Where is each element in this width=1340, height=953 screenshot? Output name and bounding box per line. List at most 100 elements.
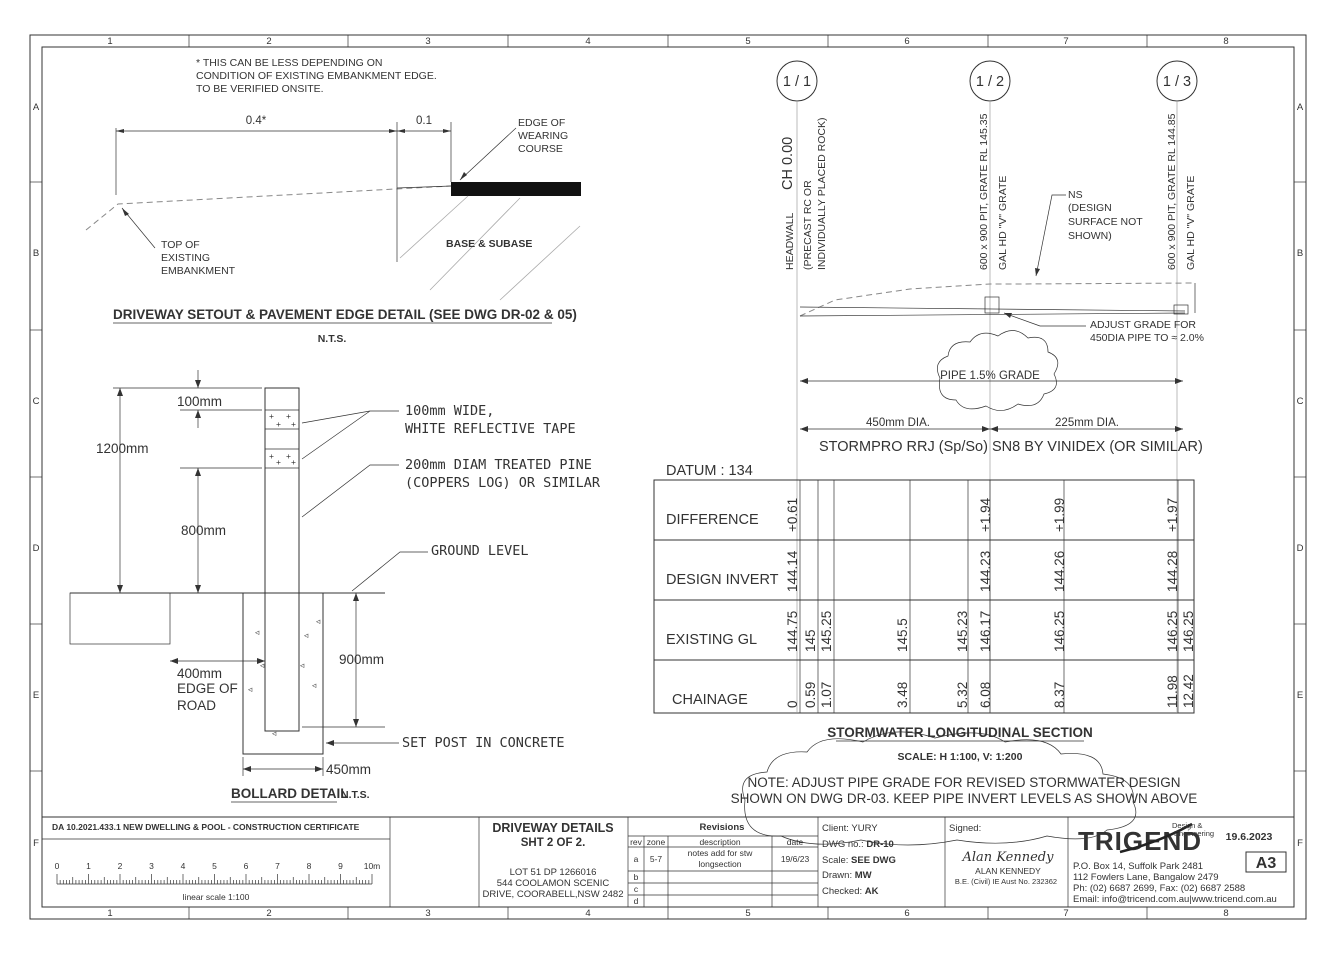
dim-450: 450mm <box>326 762 371 777</box>
rev-a: a <box>634 854 639 864</box>
adjust-label-1: ADJUST GRADE FOR <box>1090 319 1196 331</box>
dwg-no: DR-10 <box>866 839 893 850</box>
design-invert-value: 144.23 <box>978 551 993 592</box>
grid-col-bottom: 5 <box>745 908 750 919</box>
existing-gl-value: 146.17 <box>978 611 993 652</box>
grid-col-top: 7 <box>1063 36 1068 47</box>
precast-label-2: INDIVIDUALLY PLACED ROCK) <box>816 118 828 271</box>
signer-name: ALAN KENNEDY <box>975 866 1041 876</box>
svg-text:◃: ◃ <box>316 616 321 626</box>
existing-gl-value: 145.5 <box>895 618 910 652</box>
grid-row-right: E <box>1297 690 1303 701</box>
sheet-size: A3 <box>1256 855 1277 872</box>
section-scale: SCALE: H 1:100, V: 1:200 <box>898 751 1023 763</box>
grid-col-bottom: 4 <box>585 908 590 919</box>
marker-1-3: 1 / 3 <box>1163 74 1191 90</box>
ns-label-4: SHOWN) <box>1068 230 1112 242</box>
concrete-label: SET POST IN CONCRETE <box>402 735 565 751</box>
scale-tick: 6 <box>244 861 249 871</box>
svg-text:+: + <box>269 451 274 461</box>
scale-tick: 3 <box>149 861 154 871</box>
bollard-detail: ++ ++ ++ ++ ◃◃ ◃◃ ◃◃ ◃◃ 1200mm 100mm <box>69 370 601 803</box>
svg-text:◃: ◃ <box>300 660 305 670</box>
existing-gl-value: 144.75 <box>785 611 800 652</box>
top-label-3: EMBANKMENT <box>161 265 236 277</box>
section-title: STORMWATER LONGITUDINAL SECTION <box>827 725 1093 740</box>
scale-tick: 9 <box>338 861 343 871</box>
ground-label: GROUND LEVEL <box>431 543 529 559</box>
svg-text:+: + <box>291 457 296 467</box>
row-difference: DIFFERENCE <box>666 512 759 528</box>
svg-text:+: + <box>286 411 291 421</box>
grid-row-right: B <box>1297 248 1303 259</box>
grid-row-left: E <box>33 690 39 701</box>
dim-400: 400mm <box>177 666 222 681</box>
design-invert-value: 144.26 <box>1052 551 1067 592</box>
scale-tick: 8 <box>307 861 312 871</box>
pit2-label-2: GAL HD "V" GRATE <box>1185 176 1197 270</box>
scale-tick: 10m <box>364 861 381 871</box>
svg-text:DWG no.: DR-10: DWG no.: DR-10 <box>822 839 894 850</box>
address-3: DRIVE, COORABELL,NSW 2482 <box>483 889 624 900</box>
grid-col-bottom: 2 <box>266 908 271 919</box>
grid-col-bottom: 3 <box>425 908 430 919</box>
grid-row-left: C <box>33 396 40 407</box>
datum-label: DATUM : 134 <box>666 463 753 479</box>
signer-qualification: B.E. (Civil) IE Aust No. 232362 <box>955 877 1057 886</box>
da-label: DA 10.2021.433.1 NEW DWELLING & POOL - C… <box>52 822 360 832</box>
stormwater-section: 1 / 1 1 / 2 1 / 3 CH 0.00 HEADWALL (PREC… <box>653 60 1204 846</box>
chainage-value: 5.32 <box>955 682 970 708</box>
svg-text:◃: ◃ <box>255 627 260 637</box>
row-existing-gl: EXISTING GL <box>666 632 757 648</box>
precast-label-1: (PRECAST RC OR <box>802 180 814 270</box>
grid-col-bottom: 6 <box>904 908 909 919</box>
grid-row-right: D <box>1297 543 1304 554</box>
svg-text:+: + <box>276 419 281 429</box>
svg-text:+: + <box>269 411 274 421</box>
signed-label: Signed: <box>949 823 981 834</box>
bollard-title: BOLLARD DETAIL <box>231 786 349 801</box>
title-block: DA 10.2021.433.1 NEW DWELLING & POOL - C… <box>42 816 1294 907</box>
svg-text:Drawn: MW: Drawn: MW <box>822 870 872 881</box>
edge-label-2: WEARING <box>518 130 568 142</box>
svg-text:+: + <box>276 457 281 467</box>
scale-tick: 2 <box>118 861 123 871</box>
scale-label: linear scale 1:100 <box>183 892 250 902</box>
grid-row-right: C <box>1297 396 1304 407</box>
difference-value: +1.99 <box>1052 498 1067 532</box>
marker-1-1: 1 / 1 <box>783 74 811 90</box>
existing-gl-value: 145 <box>803 629 818 652</box>
scale-tick: 1 <box>86 861 91 871</box>
difference-value: +1.94 <box>978 497 993 532</box>
company-tag-2: Engineering <box>1174 829 1214 838</box>
svg-text:◃: ◃ <box>260 660 265 670</box>
chainage-value: 3.48 <box>895 682 910 708</box>
difference-value: +0.61 <box>785 498 800 532</box>
ns-label-3: SURFACE NOT <box>1068 216 1143 228</box>
chainage-value: 0.59 <box>803 682 818 708</box>
contact-1: P.O. Box 14, Suffolk Park 2481 <box>1073 861 1203 872</box>
dim-900: 900mm <box>339 652 384 667</box>
ns-label-2: (DESIGN <box>1068 202 1112 214</box>
pine-label-2: (COPPERS LOG) OR SIMILAR <box>405 475 601 491</box>
grid-row-left: A <box>33 102 40 113</box>
grid-col-top: 8 <box>1223 36 1228 47</box>
grid-row-left: F <box>33 838 39 849</box>
rev-b: b <box>634 872 639 882</box>
top-label-1: TOP OF <box>161 239 200 251</box>
desc-head: description <box>699 837 740 847</box>
rev-a-desc-2: longsection <box>698 859 741 869</box>
edge-label-3: COURSE <box>518 143 563 155</box>
scale-tick: 4 <box>181 861 186 871</box>
svg-text:◃: ◃ <box>312 680 317 690</box>
marker-1-2: 1 / 2 <box>976 74 1004 90</box>
svg-text:Scale: SEE DWG: Scale: SEE DWG <box>822 855 896 866</box>
chainage-value: 11.98 <box>1165 675 1180 708</box>
note-line-2: SHOWN ON DWG DR-03. KEEP PIPE INVERT LEV… <box>731 791 1198 806</box>
grid-row-right: F <box>1297 838 1303 849</box>
chainage-value: 12.42 <box>1181 674 1196 708</box>
address-1: LOT 51 DP 1266016 <box>510 867 597 878</box>
svg-text:◃: ◃ <box>248 684 253 694</box>
grid-col-bottom: 8 <box>1223 908 1228 919</box>
